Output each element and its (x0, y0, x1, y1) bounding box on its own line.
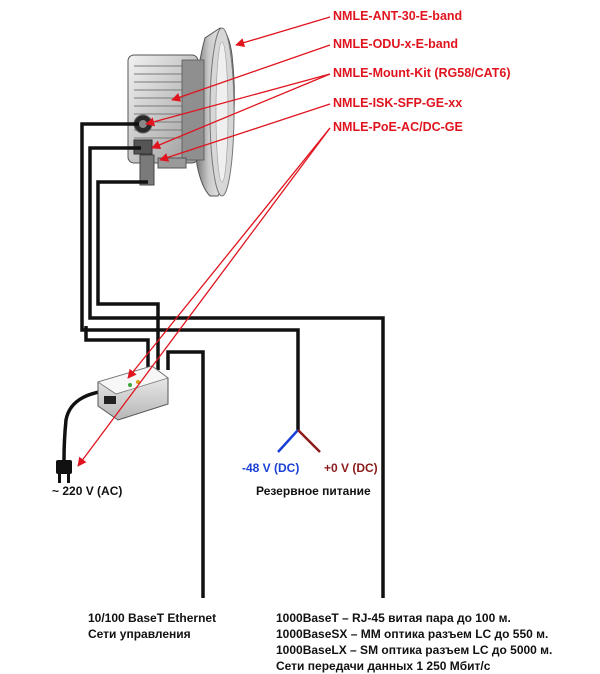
callout-antenna: NMLE-ANT-30-E-band (333, 9, 463, 23)
odu-radio-icon (127, 54, 205, 186)
dc-pos-wire (297, 429, 321, 453)
mgmt-network-label: 10/100 BaseT Ethernet Сети управления (88, 610, 216, 642)
antenna-dish-icon (194, 27, 235, 197)
mgmt-line-1: 10/100 BaseT Ethernet (88, 611, 217, 625)
cables (62, 122, 385, 598)
data-line-3: 1000BaseLX – SM оптика разъем LC до 5000… (276, 643, 553, 657)
callout-mount-kit: NMLE-Mount-Kit (RG58/CAT6) (333, 66, 511, 80)
ac-power-label: ~ 220 V (AC) (52, 484, 123, 498)
dc-neg-wire (277, 429, 299, 453)
callout-poe: NMLE-PoE-AC/DC-GE (333, 120, 463, 134)
backup-power-label: Резервное питание (256, 484, 371, 498)
dc-pos-label: +0 V (DC) (324, 461, 378, 475)
data-line-2: 1000BaseSX – MM оптика разъем LC до 550 … (276, 627, 549, 641)
data-network-label: 1000BaseT – RJ-45 витая пара до 100 м. 1… (276, 610, 552, 674)
callout-odu: NMLE-ODU-x-E-band (333, 37, 458, 51)
power-plug-icon (56, 460, 72, 483)
callout-isk-sfp: NMLE-ISK-SFP-GE-xx (333, 96, 463, 110)
data-line-4: Сети передачи данных 1 250 Мбит/с (276, 659, 491, 673)
dc-neg-label: -48 V (DC) (242, 461, 300, 475)
data-line-1: 1000BaseT – RJ-45 витая пара до 100 м. (276, 611, 511, 625)
mgmt-line-2: Сети управления (88, 627, 191, 641)
callout-arrows (77, 16, 331, 467)
